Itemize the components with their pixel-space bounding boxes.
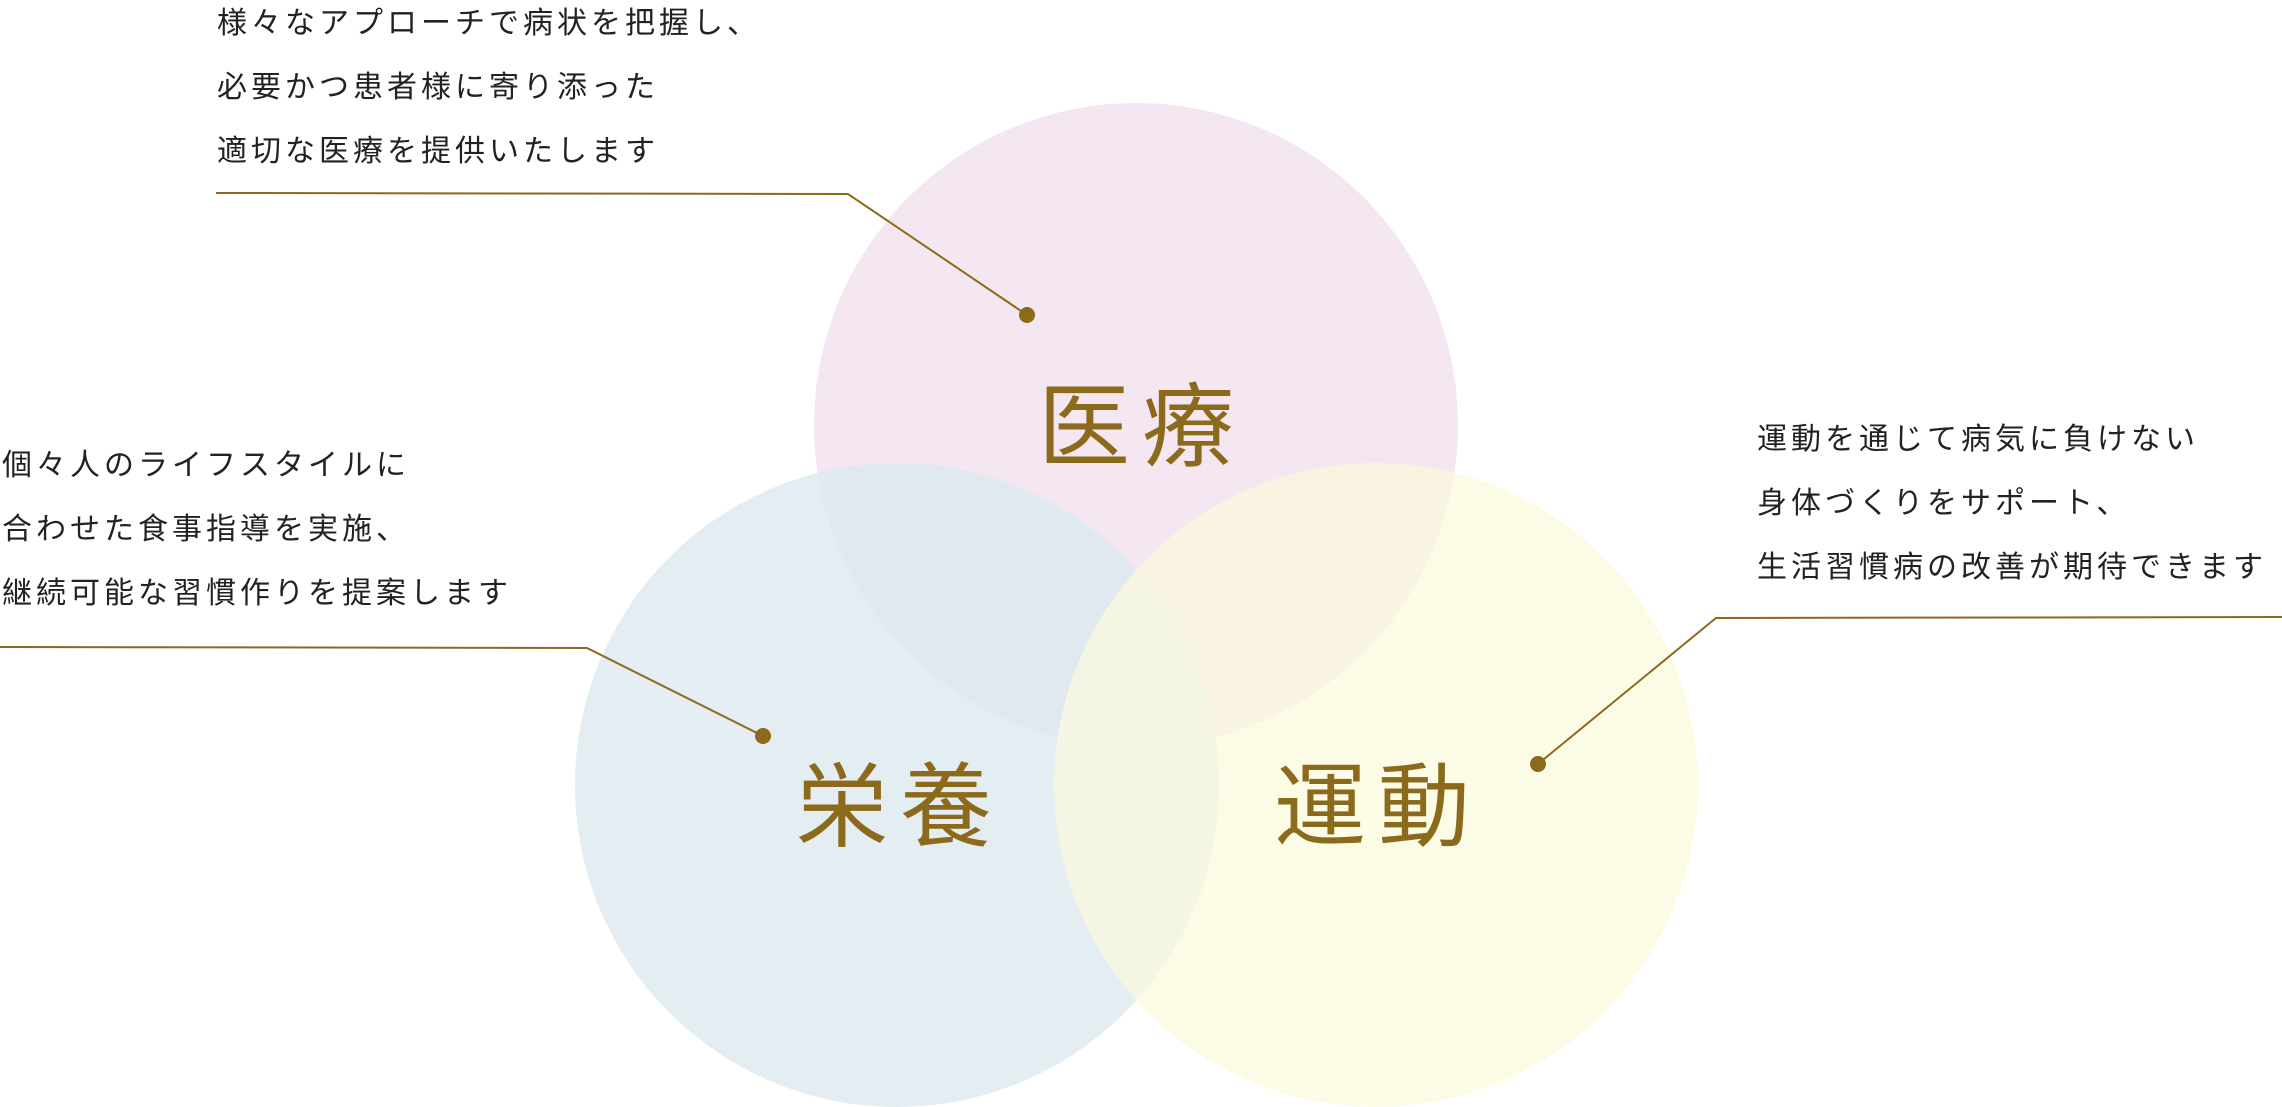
leader-dot-medical: [1019, 307, 1035, 323]
description-line: 適切な医療を提供いたします: [217, 134, 659, 169]
description-line: 運動を通じて病気に負けない: [1757, 422, 2199, 457]
leader-line-exercise: [1537, 616, 2282, 765]
leader-dot-exercise: [1530, 756, 1546, 772]
description-nutrition: 個々人のライフスタイルに 合わせた食事指導を実施、 継続可能な習慣作りを提案しま…: [2, 434, 512, 626]
label-exercise: 運動: [1274, 754, 1482, 861]
circle-exercise: [1054, 463, 1698, 1107]
description-line: 合わせた食事指導を実施、: [2, 512, 410, 547]
leader-dot-nutrition: [755, 728, 771, 744]
description-exercise: 運動を通じて病気に負けない 身体づくりをサポート、 生活習慣病の改善が期待できま…: [1757, 408, 2267, 600]
description-line: 身体づくりをサポート、: [1757, 486, 2131, 521]
description-line: 個々人のライフスタイルに: [2, 448, 410, 483]
leader-line-nutrition: [0, 646, 764, 737]
description-line: 継続可能な習慣作りを提案します: [2, 576, 512, 611]
description-medical: 様々なアプローチで病状を把握し、 必要かつ患者様に寄り添った 適切な医療を提供い…: [217, 0, 761, 184]
leader-line-medical: [215, 192, 1028, 316]
description-line: 生活習慣病の改善が期待できます: [1757, 550, 2267, 585]
label-medical: 医療: [1038, 374, 1246, 481]
description-line: 必要かつ患者様に寄り添った: [217, 70, 659, 105]
circle-nutrition: [575, 463, 1219, 1107]
label-nutrition: 栄養: [796, 754, 1004, 861]
description-line: 様々なアプローチで病状を把握し、: [217, 6, 761, 41]
